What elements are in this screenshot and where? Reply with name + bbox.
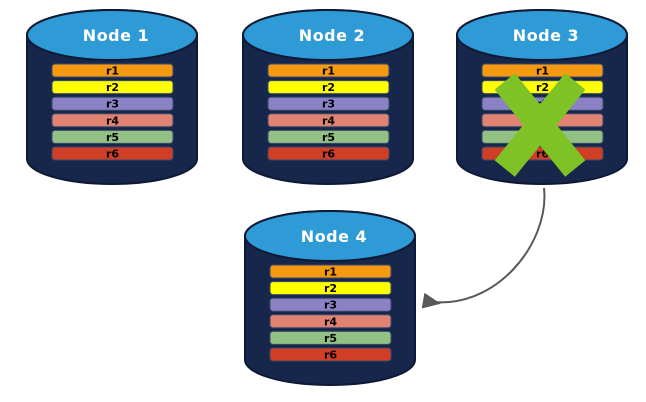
data-row-swatch [51,129,174,144]
data-row-r3: r3 [269,297,392,312]
node-title: Node 4 [301,227,367,246]
data-row-r6: r6 [51,146,174,161]
data-row-r1: r1 [269,264,392,279]
data-row-r3: r3 [267,96,390,111]
data-row-label: r5 [106,131,119,144]
data-row-swatch [51,146,174,161]
data-row-r4: r4 [269,314,392,329]
database-node-node3[interactable]: Node 3r1r2r3r4r5r6 [456,9,628,185]
failure-marker-layer [494,73,586,177]
data-row-swatch [51,63,174,78]
data-row-r2: r2 [51,80,174,95]
data-row-label: r1 [324,266,337,279]
data-row-r2: r2 [267,80,390,95]
data-row-r4: r4 [51,113,174,128]
data-row-swatch [51,80,174,95]
data-row-swatch [267,96,390,111]
data-row-label: r5 [322,131,335,144]
data-row-label: r5 [324,332,337,345]
data-row-swatch [269,314,392,329]
data-row-swatch [269,264,392,279]
cylinder-top-ellipse [244,210,416,262]
data-row-label: r4 [324,315,337,328]
data-row-label: r1 [536,65,549,78]
data-row-swatch [267,80,390,95]
data-row-swatch [481,63,604,78]
cylinder-top-ellipse [26,9,198,61]
data-row-label: r3 [106,98,119,111]
data-row-r1: r1 [267,63,390,78]
node-title: Node 1 [83,26,149,45]
data-row-label: r2 [106,81,119,94]
cylinder-top-ellipse [456,9,628,61]
data-row-r5: r5 [269,330,392,345]
data-row-swatch [51,113,174,128]
data-row-swatch [269,297,392,312]
data-row-label: r3 [324,299,337,312]
data-row-r3: r3 [51,96,174,111]
data-row-swatch [267,113,390,128]
data-row-label: r6 [324,349,337,362]
data-row-label: r4 [106,114,119,127]
data-row-label: r2 [322,81,335,94]
data-row-r5: r5 [267,129,390,144]
data-row-r6: r6 [267,146,390,161]
node-title: Node 3 [513,26,579,45]
x-mark-stroke-b [494,73,586,177]
data-row-swatch [267,146,390,161]
data-row-swatch [267,129,390,144]
data-row-label: r3 [322,98,335,111]
data-row-label: r6 [106,148,119,161]
data-row-r1: r1 [481,63,604,78]
data-row-r5: r5 [51,129,174,144]
database-node-node4[interactable]: Node 4 r1 r2 r3 r4 r5 r6 [244,210,416,386]
data-row-r2: r2 [269,281,392,296]
data-row-label: r2 [324,282,337,295]
data-row-r1: r1 [51,63,174,78]
data-row-swatch [269,347,392,362]
data-row-label: r4 [322,114,335,127]
data-row-r4: r4 [267,113,390,128]
replication-arrow [421,187,546,309]
data-row-swatch [267,63,390,78]
data-row-swatch [51,96,174,111]
data-row-label: r1 [106,65,119,78]
data-row-r6: r6 [269,347,392,362]
data-row-label: r1 [322,65,335,78]
x-mark-icon [494,73,586,177]
database-node-node2[interactable]: Node 2 r1 r2 r3 r4 r5 r6 [242,9,414,185]
data-row-swatch [269,281,392,296]
node-title: Node 2 [299,26,365,45]
data-row-label: r2 [536,81,549,94]
cylinder-top-ellipse [242,9,414,61]
data-row-swatch [269,330,392,345]
database-node-node1[interactable]: Node 1 r1 r2 r3 r4 r5 r6 [26,9,198,185]
data-row-label: r6 [322,148,335,161]
arrow-layer [421,187,546,309]
